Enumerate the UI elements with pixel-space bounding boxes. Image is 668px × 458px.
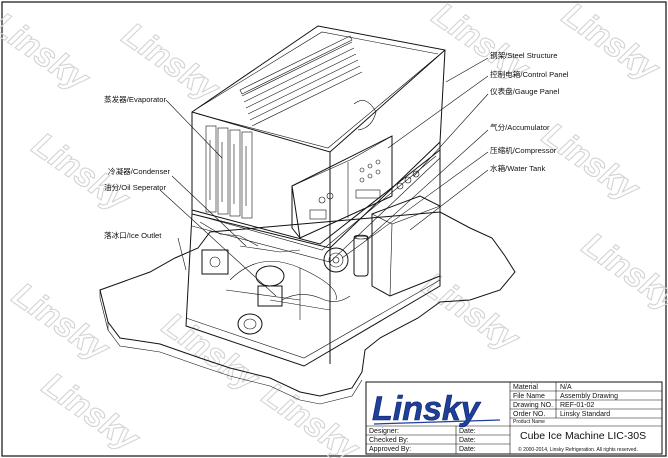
callout-control-panel: 控制电箱/Control Panel <box>490 69 569 79</box>
callout-gauge-panel: 仪表盘/Gauge Panel <box>490 86 560 96</box>
approved-date-label: Date: <box>459 446 476 453</box>
evaporator <box>205 35 363 219</box>
drawing-no-value: REF-01-02 <box>560 402 594 409</box>
control-gauge-panel <box>291 135 420 239</box>
order-no-label: Order NO. <box>513 411 545 418</box>
title-block: Linsky Material N/A File Name Assembly D… <box>365 381 663 455</box>
callout-steel-structure: 钢架/Steel Structure <box>490 50 558 60</box>
compressor-group <box>201 234 369 335</box>
callout-water-tank: 水箱/Water Tank <box>490 163 545 173</box>
leader-lines <box>159 57 489 297</box>
approved-label: Approved By: <box>369 446 411 453</box>
order-no-value: Linsky Standard <box>560 411 610 418</box>
floor-slab <box>99 211 516 405</box>
callout-compressor: 压缩机/Compressor <box>490 145 557 155</box>
checked-date-label: Date: <box>459 437 476 444</box>
checked-label: Checked By: <box>369 437 409 444</box>
file-name-label: File Name <box>513 393 545 400</box>
product-name-label: Product Name <box>513 419 545 425</box>
top-piping <box>199 100 377 247</box>
callout-ice-outlet: 落冰口/Ice Outlet <box>104 230 162 240</box>
linsky-logo: Linsky <box>372 390 501 428</box>
drawing-no-label: Drawing NO. <box>513 402 553 409</box>
designer-label: Designer: <box>369 428 399 435</box>
product-name-value: Cube Ice Machine LIC-30S <box>520 430 646 442</box>
callout-oil-separator: 油分/Oil Seperator <box>104 182 167 192</box>
designer-date-label: Date: <box>459 428 476 435</box>
file-name-value: Assembly Drawing <box>560 393 618 400</box>
callout-condenser: 冷凝器/Condenser <box>108 166 171 176</box>
water-tank <box>371 195 441 297</box>
callouts: 蒸发器/Evaporator 冷凝器/Condenser 油分/Oil Sepe… <box>104 50 569 240</box>
callout-accumulator: 气分/Accumulator <box>490 122 550 132</box>
material-value: N/A <box>560 384 572 391</box>
callout-evaporator: 蒸发器/Evaporator <box>104 94 167 104</box>
copyright: © 2000-2014, Linsky Refrigeration. All r… <box>518 446 638 453</box>
material-label: Material <box>513 384 538 391</box>
